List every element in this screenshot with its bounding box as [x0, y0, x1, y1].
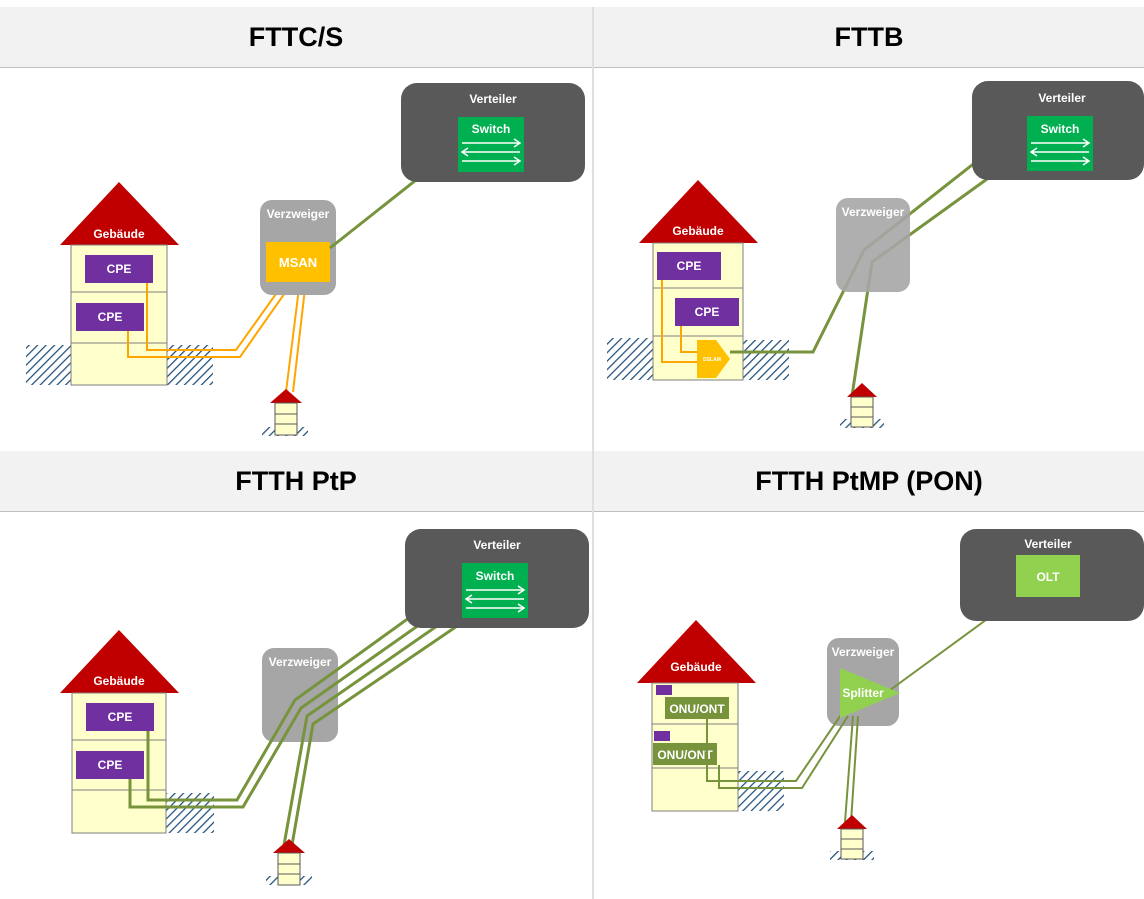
verzweiger-box	[836, 198, 910, 292]
copper-line	[661, 280, 700, 363]
verteiler-label: Verteiler	[1038, 91, 1086, 105]
ground	[165, 345, 213, 385]
cpe-box	[654, 731, 670, 741]
fiber-line	[706, 711, 844, 782]
cpe-box	[86, 703, 154, 731]
house-label: Gebäude	[93, 674, 145, 688]
panel-title-fttb: FTTB	[594, 7, 1144, 68]
switch-arrows-icon	[464, 585, 526, 613]
switch-label: Switch	[476, 569, 515, 583]
cpe-box	[85, 255, 153, 283]
verzweiger-label: Verzweiger	[842, 205, 905, 219]
small-house-body	[274, 402, 298, 436]
splitter-shape	[840, 668, 900, 718]
fiber-line	[730, 119, 1029, 354]
cpe-box	[657, 252, 721, 280]
house-label: Gebäude	[93, 227, 145, 241]
house-roof	[637, 620, 756, 683]
small-house-body	[850, 396, 874, 428]
fiber-line	[146, 577, 464, 802]
fiber-line	[128, 592, 464, 809]
olt-label: OLT	[1036, 570, 1060, 584]
cpe-box	[675, 298, 739, 326]
cpe-label: CPE	[677, 259, 702, 273]
switch-label: Switch	[1041, 122, 1080, 136]
switch-arrows-icon	[1029, 138, 1091, 166]
verteiler-label: Verteiler	[1024, 537, 1072, 551]
copper-line	[285, 279, 301, 393]
small-house-roof	[273, 839, 305, 853]
house-roof	[60, 630, 179, 693]
small-house-body	[277, 852, 301, 886]
olt-box	[1016, 555, 1080, 597]
copper-line	[680, 326, 700, 353]
switch-arrows-icon	[460, 138, 522, 166]
dslam-label: DSLAM	[703, 357, 721, 363]
panel-title-fttc: FTTC/S	[0, 7, 592, 68]
verteiler-label: Verteiler	[469, 92, 517, 106]
fiber-line	[282, 606, 464, 846]
fiber-line	[290, 620, 464, 846]
verzweiger-label: Verzweiger	[267, 207, 330, 221]
house-label: Gebäude	[672, 224, 724, 238]
cpe-box	[76, 751, 144, 779]
onu-ont-label: ONU/ONT	[669, 702, 725, 716]
ground	[26, 345, 74, 385]
verteiler-label: Verteiler	[473, 538, 521, 552]
panel-title-ftth-ptmp: FTTH PtMP (PON)	[594, 451, 1144, 512]
cpe-box	[656, 685, 672, 695]
panel-title-ftth-ptp: FTTH PtP	[0, 451, 592, 512]
copper-line	[146, 276, 289, 351]
fiber-line	[718, 715, 849, 789]
cpe-box	[76, 303, 144, 331]
msan-label: MSAN	[279, 255, 317, 270]
copper-line	[127, 279, 295, 358]
switch-label: Switch	[472, 122, 511, 136]
panel-ftth-ptp: Gebäude CPE CPE Verzweiger Verteiler Swi…	[60, 529, 589, 886]
onu-ont-box	[653, 743, 717, 765]
cpe-label: CPE	[107, 262, 132, 276]
fiber-line	[844, 715, 854, 823]
house-label: Gebäude	[670, 660, 722, 674]
cpe-label: CPE	[695, 305, 720, 319]
small-house-body	[840, 828, 864, 860]
cpe-label: CPE	[98, 310, 123, 324]
onu-ont-box	[665, 697, 729, 719]
msan-box	[266, 242, 330, 282]
ground	[607, 338, 653, 380]
splitter-label: Splitter	[842, 686, 884, 700]
small-house-roof	[270, 389, 302, 403]
ground	[743, 340, 789, 380]
small-house-roof	[837, 815, 867, 829]
panel-ftth-ptmp: Gebäude ONU/ONT ONU/ONT Verzweiger Split…	[637, 529, 1144, 860]
cpe-label: CPE	[98, 758, 123, 772]
verzweiger-label: Verzweiger	[832, 645, 895, 659]
onu-ont-label: ONU/ONT	[657, 748, 713, 762]
cpe-label: CPE	[108, 710, 133, 724]
switch-box	[458, 117, 524, 172]
house-roof	[639, 180, 758, 243]
copper-line	[292, 279, 307, 393]
house-roof	[60, 182, 179, 245]
dslam-shape	[697, 340, 730, 378]
ground	[738, 771, 784, 811]
small-house-roof	[847, 383, 877, 397]
fiber-line	[850, 715, 859, 823]
verzweiger-label: Verzweiger	[269, 655, 332, 669]
panel-fttc: Gebäude CPE CPE Verzweiger MSAN Verteile…	[26, 83, 585, 436]
panel-fttb: Gebäude CPE CPE DSLAM Verzweiger Verteil…	[607, 81, 1144, 428]
